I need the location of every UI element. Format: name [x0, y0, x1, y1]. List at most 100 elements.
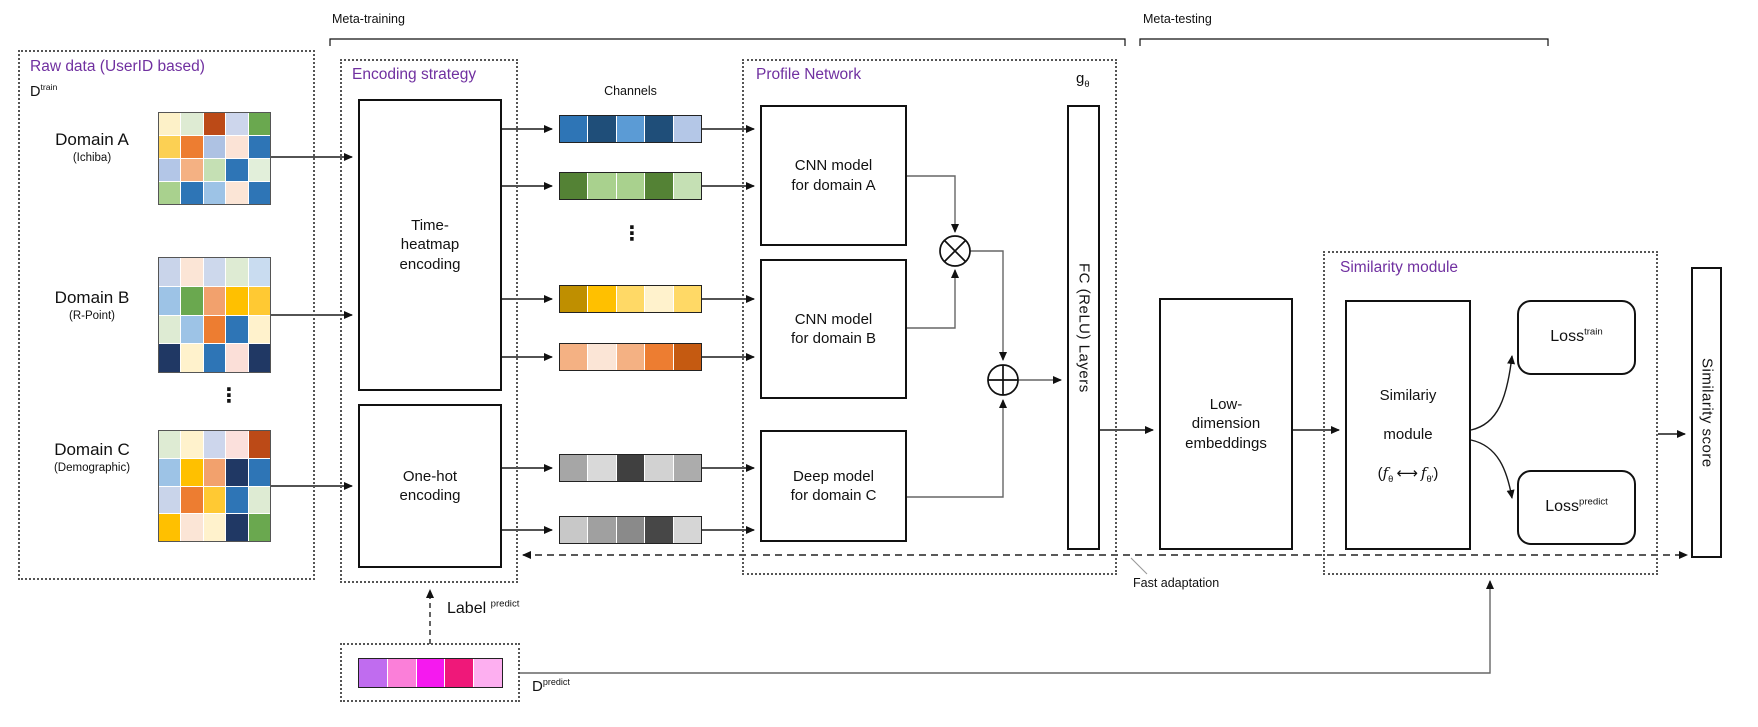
- grid-cell: [159, 159, 181, 181]
- domain-a-source: (Ichiba): [72, 152, 112, 164]
- grid-cell: [203, 458, 226, 486]
- meta-testing-bracket: [1139, 38, 1549, 46]
- grid-cell: [159, 136, 181, 158]
- channel-strip-gray-2: [559, 516, 702, 544]
- grid-cell: [181, 159, 203, 181]
- grid-cell: [226, 113, 248, 135]
- grid-cell: [588, 173, 616, 199]
- grid-cell: [203, 344, 226, 372]
- grid-cell: [226, 458, 248, 486]
- grid-cell: [616, 116, 645, 142]
- d-predict-connector: [520, 580, 1494, 674]
- loss-predict-base: Loss: [1545, 498, 1579, 516]
- grid-cell: [159, 486, 181, 514]
- grid-cell: [474, 659, 502, 687]
- grid-cell: [387, 659, 416, 687]
- domain-c-label: Domain C: [54, 440, 130, 459]
- grid-cell: [226, 486, 248, 514]
- loss-train-sup: train: [1584, 326, 1603, 338]
- grid-cell: [203, 431, 226, 458]
- encoding-title: Encoding strategy: [352, 66, 477, 83]
- channel-strip-gold: [559, 285, 702, 313]
- grid-cell: [159, 458, 181, 486]
- grid-cell: [181, 113, 203, 135]
- label-predict-sup: predict: [490, 598, 520, 610]
- grid-cell: [159, 258, 181, 286]
- channel-strip-blue: [559, 115, 702, 143]
- meta-training-bracket: [329, 38, 1126, 46]
- raw-data-group-box: [18, 50, 315, 580]
- grid-cell: [588, 455, 616, 481]
- grid-cell: [181, 286, 203, 315]
- grid-cell: [616, 517, 645, 543]
- grid-cell: [181, 344, 203, 372]
- grid-cell: [159, 431, 181, 458]
- fast-adaptation-feedback-line: [522, 551, 1688, 575]
- grid-cell: [159, 514, 181, 541]
- grid-cell: [616, 455, 645, 481]
- channels-to-models-arrows: [702, 125, 755, 534]
- d-train-label: Dtrain: [30, 83, 57, 100]
- grid-cell: [588, 286, 616, 312]
- grid-cell: [673, 286, 702, 312]
- loss-train-box: Losstrain: [1517, 300, 1636, 375]
- domain-a-label: Domain A: [55, 130, 129, 149]
- grid-cell: [181, 431, 203, 458]
- grid-cell: [159, 315, 181, 344]
- d-train-base: D: [30, 84, 41, 100]
- grid-cell: [248, 344, 271, 372]
- grid-cell: [181, 136, 203, 158]
- loss-train-base: Loss: [1550, 328, 1585, 346]
- similarity-module-line1: Similariy: [1379, 387, 1437, 404]
- grid-cell: [248, 159, 271, 181]
- grid-cell: [203, 182, 226, 204]
- d-predict-label: Dpredict: [532, 678, 570, 696]
- encoding-group-box: [340, 59, 518, 583]
- grid-cell: [560, 116, 588, 142]
- encoding-to-channels-arrows: [502, 125, 553, 534]
- grid-cell: [248, 458, 271, 486]
- grid-cell: [673, 455, 702, 481]
- grid-cell: [159, 113, 181, 135]
- grid-cell: [248, 514, 271, 541]
- g-theta-base: g: [1076, 70, 1085, 87]
- loss-predict-sup: predict: [1579, 496, 1608, 508]
- meta-testing-label: Meta-testing: [1143, 12, 1212, 26]
- grid-cell: [645, 116, 673, 142]
- grid-cell: [248, 113, 271, 135]
- profile-network-title: Profile Network: [756, 66, 862, 83]
- grid-cell: [226, 286, 248, 315]
- grid-cell: [159, 344, 181, 372]
- grid-cell: [203, 136, 226, 158]
- grid-cell: [203, 315, 226, 344]
- grid-cell: [588, 116, 616, 142]
- d-predict-base: D: [532, 678, 543, 695]
- d-predict-strip: [358, 658, 503, 688]
- grid-cell: [226, 182, 248, 204]
- grid-cell: [226, 344, 248, 372]
- domain-b-source: (R-Point): [68, 310, 115, 322]
- raw-data-title: Raw data (UserID based): [30, 58, 205, 75]
- cnn-model-b-box: CNN model for domain B: [760, 259, 907, 399]
- grid-cell: [226, 258, 248, 286]
- label-predict-base: Label: [447, 600, 487, 617]
- grid-cell: [181, 514, 203, 541]
- grid-cell: [445, 659, 474, 687]
- grid-cell: [159, 182, 181, 204]
- similarity-module-group-box: [1323, 251, 1658, 575]
- grid-to-encoding-arrows: [271, 153, 353, 490]
- grid-cell: [616, 286, 645, 312]
- grid-cell: [226, 514, 248, 541]
- grid-cell: [203, 286, 226, 315]
- domain-c-heatmap: [158, 430, 271, 542]
- channels-label: Channels: [604, 84, 657, 98]
- grid-cell: [181, 182, 203, 204]
- domains-ellipsis: ⋮: [219, 385, 239, 407]
- similarity-module-box: Similariy module (fθ ⟷ fθ'): [1345, 300, 1471, 550]
- grid-cell: [616, 344, 645, 370]
- grid-cell: [560, 173, 588, 199]
- grid-cell: [203, 514, 226, 541]
- similarity-score-box: Similarity score: [1691, 267, 1722, 558]
- grid-cell: [359, 659, 387, 687]
